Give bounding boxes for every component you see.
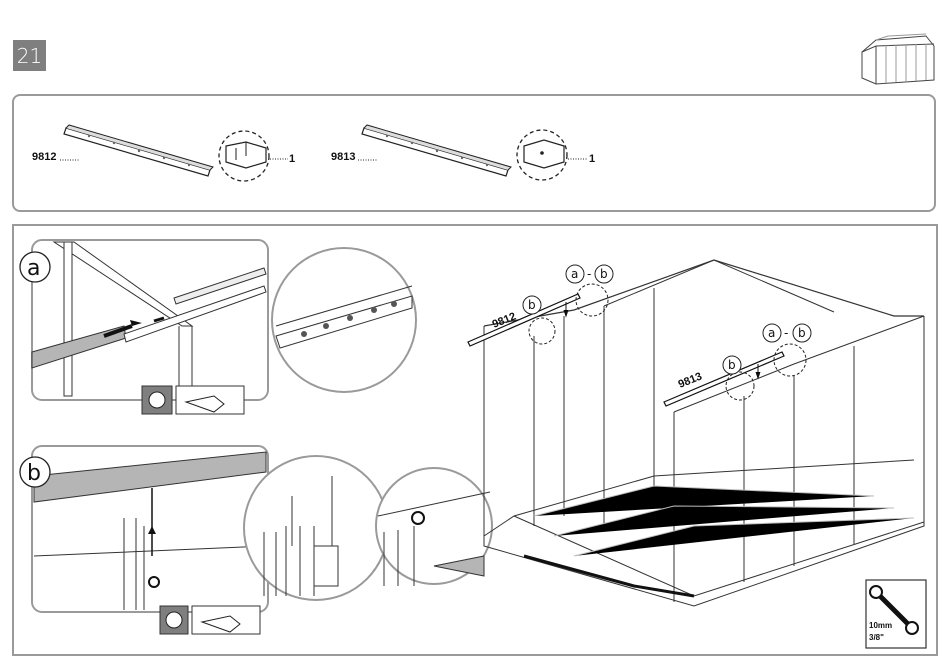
callout-dash-right: - [784,326,788,340]
callout-b-right: b [798,326,806,340]
parts-illustration: 9812 1 9813 1 [14,96,938,214]
callout-a-right: a [768,326,775,340]
parts-list-panel: 9812 1 9813 1 [12,94,936,212]
callout-a-top: a [571,267,578,281]
detail-b-view [32,446,268,634]
part-9813-rail [362,125,511,176]
step-number: 21 [17,44,42,68]
part-9812-qty: 1 [289,153,295,165]
detail-a-view [32,240,268,414]
callout-b-left: b [528,298,536,312]
tool-size-imperial: 3/8" [869,633,884,642]
part-9813-qty: 1 [589,153,595,165]
callout-b-mid: b [728,358,736,372]
assembly-panel: a b [12,224,938,656]
part-9813-code: 9813 [331,151,355,163]
shed-thumbnail-icon [856,32,936,88]
part-9812-rail [64,125,213,176]
tool-size-metric: 10mm [869,621,892,630]
callout-b-top: b [600,267,608,281]
callout-dash-top: - [587,267,591,281]
step-number-badge: 21 [13,40,46,71]
tool-box: 10mm 3/8" [866,580,926,648]
assembly-illustration: a b [14,226,940,658]
part-9812-code: 9812 [32,151,56,163]
detail-a-label: a [27,256,40,281]
detail-b-label: b [27,461,41,486]
